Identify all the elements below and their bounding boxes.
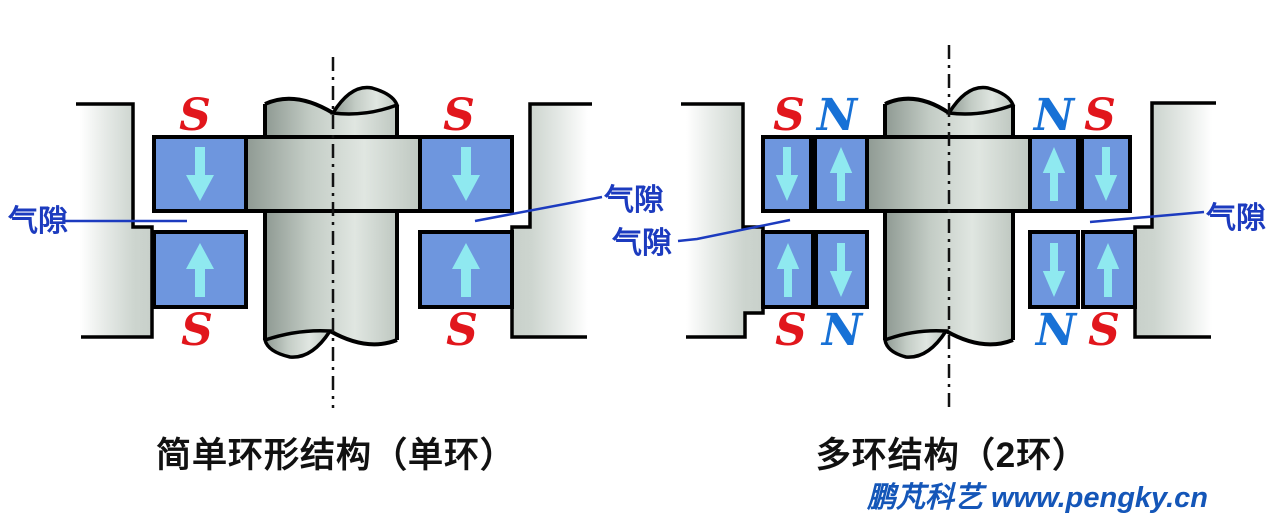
pole-label: S: [443, 90, 475, 141]
pole-label: S: [181, 305, 213, 356]
air-gap-label: 气隙: [604, 184, 664, 217]
stator-column-right-outline: [1133, 101, 1216, 339]
shaft-break-top-lens: [946, 85, 1016, 116]
shaft-break-bottom-lens: [262, 328, 334, 359]
stator-column-left-outline: [76, 102, 154, 339]
air-gap-label: 气隙: [1206, 202, 1266, 235]
shaft-break-bottom-arc: [329, 329, 398, 347]
shaft-break-top-arc: [884, 96, 951, 115]
air-gap-label: 气隙: [8, 205, 68, 238]
shaft-break-bottom-lens: [883, 328, 950, 359]
pole-label: S: [773, 90, 805, 141]
pole-label: S: [775, 305, 807, 356]
caption-single-ring: 简单环形结构（单环）: [156, 436, 516, 475]
pole-label: S: [179, 90, 211, 141]
pole-label: S: [1088, 305, 1120, 356]
caption-two-rings: 多环结构（2环）: [816, 436, 1088, 475]
stator-column-right: [512, 104, 588, 337]
shaft-break-bottom-arc: [945, 329, 1014, 347]
air-gap-label: 气隙: [612, 227, 672, 260]
stator-column-right: [1135, 103, 1212, 337]
air-gap-leader-right: [1089, 210, 1205, 224]
pole-label: N: [815, 90, 859, 141]
pole-label: S: [1084, 90, 1116, 141]
watermark: 鹏芃科艺 www.pengky.cn: [866, 482, 1208, 514]
stator-column-right-outline: [510, 102, 592, 339]
diagram-single-ring: 气隙 气隙 S S S S 简单环形结构（单环）: [8, 57, 664, 475]
air-gap-leader-left: [677, 218, 791, 243]
pole-label: N: [1034, 305, 1078, 356]
shaft-break-top-lens: [330, 85, 400, 116]
shaft-break-top-arc: [264, 96, 335, 115]
stator-column-left: [686, 104, 763, 337]
air-gap-leader-right: [474, 195, 603, 223]
pole-label: S: [446, 305, 478, 356]
pole-label: N: [1032, 90, 1076, 141]
diagram-two-rings: 气隙 气隙 S N N S S N N S 多环结构（2环）: [612, 45, 1266, 475]
pole-label: N: [820, 305, 864, 356]
